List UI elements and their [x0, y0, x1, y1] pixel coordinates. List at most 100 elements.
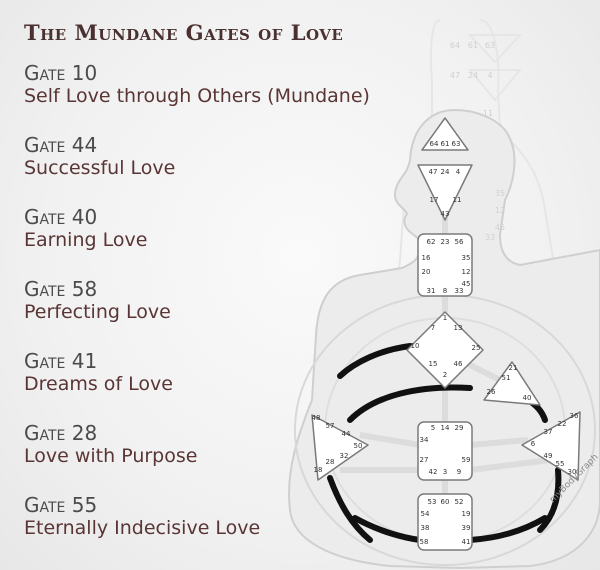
gate-label: Gate 55 — [24, 493, 98, 517]
gate-number-55: 55 — [556, 460, 565, 468]
gate-number-61: 61 — [468, 41, 478, 50]
gate-number-58: 58 — [420, 538, 429, 546]
gate-number-33: 33 — [455, 287, 464, 295]
gate-item-28: Gate 28 Love with Purpose — [24, 422, 197, 468]
gate-number-18: 18 — [314, 466, 323, 474]
gate-label: Gate 10 — [24, 61, 98, 85]
gate-number-25: 25 — [472, 344, 481, 352]
gate-number-5: 5 — [431, 424, 435, 432]
gate-number-34: 34 — [420, 436, 429, 444]
gate-number-52: 52 — [455, 498, 464, 506]
gate-number-50: 50 — [354, 442, 363, 450]
gate-item-58: Gate 58 Perfecting Love — [24, 278, 171, 324]
channel-41-30 — [467, 515, 548, 543]
gate-number-38: 38 — [421, 524, 430, 532]
gate-item-55: Gate 55 Eternally Indecisive Love — [24, 494, 260, 540]
ajna-center — [417, 164, 473, 221]
spleen-center — [311, 414, 369, 481]
channel-28-38 — [327, 475, 373, 543]
gate-number-63: 63 — [485, 41, 495, 50]
gate-number-9: 9 — [457, 468, 461, 476]
gate-number-24: 24 — [441, 168, 450, 176]
gate-number-11: 11 — [483, 109, 493, 118]
sacral-center — [417, 421, 473, 481]
gate-number-62: 62 — [427, 238, 436, 246]
gate-number-51: 51 — [502, 374, 511, 382]
gate-number-27: 27 — [420, 456, 429, 464]
head-center — [421, 117, 469, 151]
gate-number-2: 2 — [443, 371, 447, 379]
gate-number-57: 57 — [326, 422, 335, 430]
gate-number-63: 63 — [452, 140, 461, 148]
gate-number-26: 26 — [487, 388, 496, 396]
gate-number-39: 39 — [462, 524, 471, 532]
gate-number-35: 35 — [495, 189, 505, 198]
gate-number-37: 37 — [544, 428, 553, 436]
gate-number-8: 8 — [443, 287, 447, 295]
gate-number-35: 35 — [462, 254, 471, 262]
gate-label: Gate 40 — [24, 205, 98, 229]
gate-number-33: 33 — [485, 233, 495, 242]
gate-number-46: 46 — [454, 360, 463, 368]
gate-number-22: 22 — [558, 420, 567, 428]
gate-item-44: Gate 44 Successful Love — [24, 134, 175, 180]
gate-number-43: 43 — [441, 210, 450, 218]
gate-label: Gate 28 — [24, 421, 98, 445]
gate-label: Gate 44 — [24, 133, 98, 157]
gate-name: Dreams of Love — [24, 373, 173, 395]
gate-number-49: 49 — [544, 452, 553, 460]
gate-label: Gate 41 — [24, 349, 98, 373]
gate-number-64: 64 — [430, 140, 439, 148]
gate-name: Self Love through Others (Mundane) — [24, 85, 370, 107]
channel-55-39 — [537, 467, 562, 533]
gate-number-59: 59 — [462, 456, 471, 464]
throat-center — [417, 233, 473, 297]
gate-name: Eternally Indecisive Love — [24, 517, 261, 539]
gate-number-10: 10 — [411, 342, 420, 350]
channel-10-57 — [337, 343, 413, 379]
gate-number-45: 45 — [495, 223, 505, 232]
gate-name: Successful Love — [24, 157, 176, 179]
gate-name: Love with Purpose — [24, 445, 198, 467]
gate-number-28: 28 — [326, 458, 335, 466]
gate-number-47: 47 — [450, 71, 460, 80]
centers — [311, 117, 581, 551]
gate-number-30: 30 — [568, 468, 577, 476]
gate-number-21: 21 — [509, 364, 518, 372]
gate-number-6: 6 — [531, 440, 536, 448]
gate-item-40: Gate 40 Earning Love — [24, 206, 147, 252]
gate-number-4: 4 — [456, 168, 461, 176]
gate-number-45: 45 — [462, 280, 471, 288]
gate-number-24: 24 — [468, 71, 478, 80]
gate-number-48: 48 — [312, 414, 321, 422]
gate-number-4: 4 — [487, 71, 492, 80]
gate-number-31: 31 — [427, 287, 436, 295]
gate-number-47: 47 — [429, 168, 438, 176]
gate-number-11: 11 — [453, 196, 462, 204]
gate-number-29: 29 — [455, 424, 464, 432]
gate-number-42: 42 — [429, 468, 438, 476]
gate-number-16: 16 — [422, 254, 431, 262]
gate-item-10: Gate 10 Self Love through Others (Mundan… — [24, 62, 370, 108]
gate-number-36: 36 — [570, 412, 579, 420]
gate-number-41: 41 — [462, 538, 471, 546]
gate-item-41: Gate 41 Dreams of Love — [24, 350, 173, 396]
gate-number-15: 15 — [429, 360, 438, 368]
gate-number-17: 17 — [430, 196, 439, 204]
gate-number-60: 60 — [441, 498, 450, 506]
root-center — [417, 493, 473, 551]
gate-number-23: 23 — [441, 238, 450, 246]
gate-number-12: 12 — [462, 268, 471, 276]
gate-number-32: 32 — [340, 452, 349, 460]
gate-number-7: 7 — [431, 324, 435, 332]
channel-58-18 — [352, 515, 423, 543]
ego-center — [483, 361, 541, 406]
gate-number-44: 44 — [342, 430, 351, 438]
gate-number-13: 13 — [454, 324, 463, 332]
gate-number-40: 40 — [523, 394, 532, 402]
gate-number-61: 61 — [441, 140, 450, 148]
